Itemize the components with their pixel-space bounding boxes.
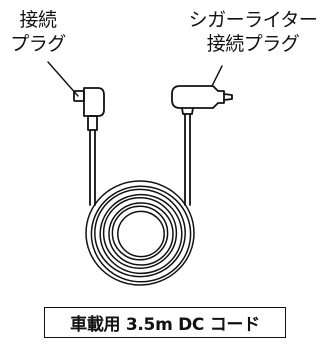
cigarette-lighter-plug xyxy=(171,85,233,206)
coil-turn xyxy=(111,205,169,261)
coiled-cable xyxy=(85,180,195,286)
coil-turn xyxy=(85,180,195,286)
connector-plug-label-line-1: 接続 xyxy=(19,9,57,31)
connector-plug-label-line-2: プラグ xyxy=(10,33,66,55)
left-pointer-line xyxy=(47,61,79,97)
coil-turn xyxy=(99,193,183,275)
cigarette-lighter-plug-label-line-2: 接続プラグ xyxy=(206,33,300,55)
coil-turn xyxy=(90,185,192,283)
right-pointer-line xyxy=(211,65,223,87)
connector-plug-label: 接続 プラグ xyxy=(2,8,74,56)
dc-cord-illustration xyxy=(47,61,233,286)
coil-turn xyxy=(108,202,174,266)
cigarette-lighter-plug-label-line-1: シガーライター xyxy=(188,9,318,31)
cigarette-lighter-plug-label: シガーライター 接続プラグ xyxy=(174,8,329,56)
coil-turn xyxy=(117,210,165,258)
pointer-lines xyxy=(47,61,223,97)
product-caption: 車載用 3.5m DC コード xyxy=(44,307,286,338)
coil-turn xyxy=(94,188,186,278)
coil-turn xyxy=(102,197,178,269)
angled-connector-plug xyxy=(73,87,105,206)
